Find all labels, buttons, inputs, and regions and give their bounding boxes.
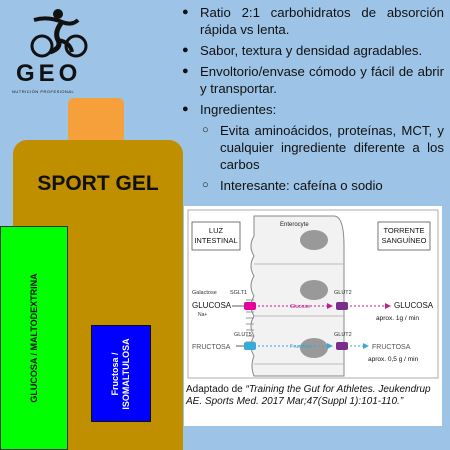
- fructose-bar: Fructosa / ISOMALTULOSA: [91, 325, 151, 422]
- bottle-cap: [68, 98, 124, 142]
- label-fructose-mid: Fructose: [290, 344, 311, 350]
- logo-word: GEO: [16, 60, 82, 87]
- sub-bullet-avoid: Evita aminoácidos, proteínas, MCT, y cua…: [178, 122, 444, 173]
- absorption-diagram-svg: LUZ INTESTINAL TORRENTE SANGUÍNEO Entero…: [187, 209, 439, 379]
- bullet-ingredients: Ingredientes:: [178, 101, 444, 118]
- gel-title: SPORT GEL: [37, 172, 159, 195]
- glucose-bar: GLUCOSA / MALTODEXTRINA: [0, 226, 68, 450]
- fructose-bar-label: Fructosa / ISOMALTULOSA: [110, 338, 132, 409]
- absorption-diagram: LUZ INTESTINAL TORRENTE SANGUÍNEO Entero…: [184, 206, 442, 426]
- label-torrente: TORRENTE: [383, 226, 424, 235]
- label-na: Na+: [198, 312, 207, 318]
- logo-subtitle: NUTRICIÓN PROFESIONAL: [12, 89, 75, 94]
- label-glut2-top: GLUT2: [334, 290, 352, 296]
- label-glut5: GLUT5: [234, 332, 252, 338]
- fructose-label-line1: Fructosa /: [110, 351, 120, 396]
- bullet-flavor: Sabor, textura y densidad agradables.: [178, 42, 444, 59]
- label-sglt1: SGLT1: [230, 290, 247, 296]
- cyclist-icon: [30, 9, 88, 58]
- label-glut2-bottom: GLUT2: [334, 332, 352, 338]
- fructose-label-line2: ISOMALTULOSA: [121, 337, 131, 410]
- label-rate-glucosa: aprox. 1g / min: [376, 315, 419, 322]
- gel-bottle: SPORT GEL GLUCOSA / MALTODEXTRINA Fructo…: [0, 140, 183, 450]
- bullet-ratio: Ratio 2:1 carbohidratos de absorción ráp…: [178, 4, 444, 38]
- label-enterocyte: Enterocyte: [280, 222, 309, 228]
- label-glucosa-in: GLUCOSA: [192, 301, 232, 310]
- glucose-bar-label: GLUCOSA / MALTODEXTRINA: [29, 273, 39, 403]
- features-list: Ratio 2:1 carbohidratos de absorción ráp…: [178, 4, 444, 198]
- geo-logo: GEO NUTRICIÓN PROFESIONAL: [8, 6, 108, 96]
- label-rate-fructosa: aprox. 0,5 g / min: [368, 356, 419, 363]
- label-fructosa-in: FRUCTOSA: [192, 344, 231, 351]
- label-fructosa-out: FRUCTOSA: [372, 344, 411, 351]
- label-sanguineo: SANGUÍNEO: [381, 236, 426, 245]
- source-caption: Adaptado de “Training the Gut for Athlet…: [186, 384, 438, 408]
- label-luz: LUZ: [209, 226, 224, 235]
- sub-bullet-interesting: Interesante: cafeína o sodio: [178, 177, 444, 194]
- label-galactose: Galactose: [192, 290, 217, 296]
- label-intestinal: INTESTINAL: [194, 236, 237, 245]
- caption-reference: “Training the Gut for Athletes. Jeukendr…: [186, 384, 431, 407]
- bullet-packaging: Envoltorio/envase cómodo y fácil de abri…: [178, 63, 444, 97]
- caption-prefix: Adaptado de: [186, 384, 246, 395]
- label-glucose-mid: Glucose: [290, 304, 310, 310]
- label-glucosa-out: GLUCOSA: [394, 301, 434, 310]
